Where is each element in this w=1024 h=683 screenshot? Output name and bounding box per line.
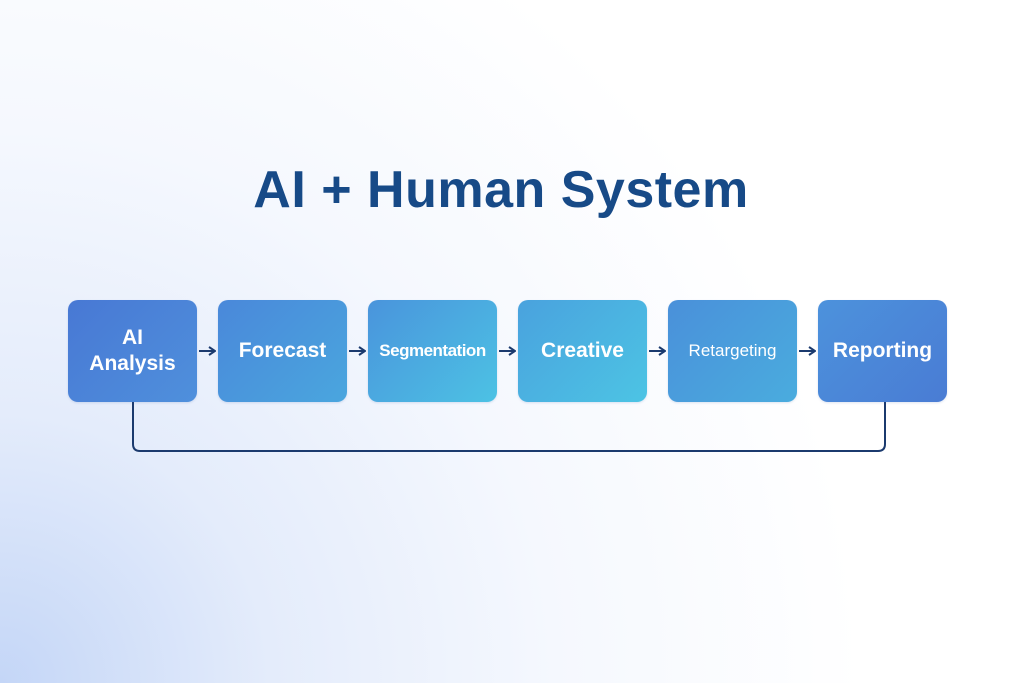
feedback-loop-line: [132, 402, 886, 452]
diagram-title: AI + Human System: [253, 161, 749, 219]
step-ai-analysis: AI Analysis: [68, 300, 197, 402]
step-segmentation: Segmentation: [368, 300, 497, 402]
step-creative: Creative: [518, 300, 647, 402]
step-forecast: Forecast: [218, 300, 347, 402]
step-reporting: Reporting: [818, 300, 947, 402]
step-retargeting: Retargeting: [668, 300, 797, 402]
